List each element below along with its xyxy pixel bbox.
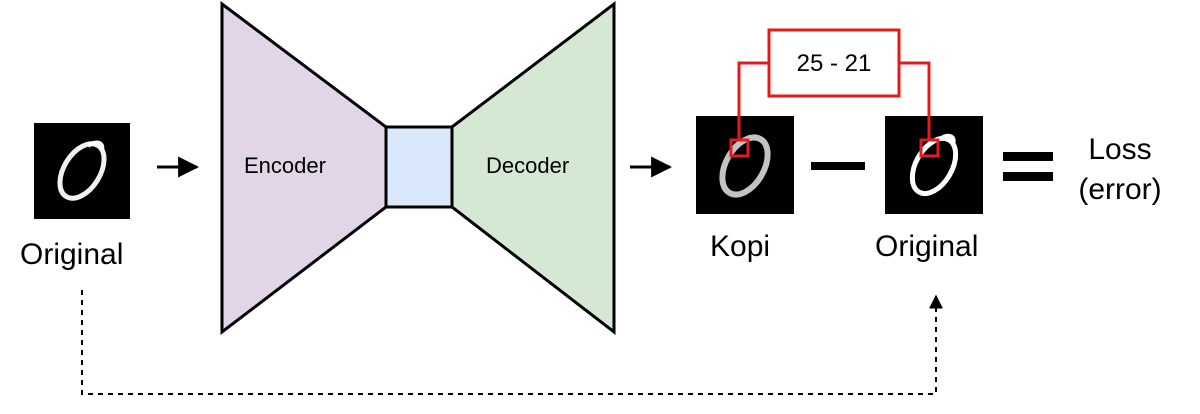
input-original-label: Original <box>20 238 124 271</box>
difference-box <box>767 28 901 98</box>
dashed-feedback-arrow <box>81 290 943 395</box>
loss-label: Loss (error) <box>1060 130 1180 210</box>
target-digit-image <box>885 116 983 214</box>
decoder-block <box>450 0 616 336</box>
pixel-difference-callout <box>729 28 940 158</box>
bottleneck-block <box>384 125 454 209</box>
encoder-label: Encoder <box>244 153 326 178</box>
copy-label: Kopi <box>710 230 771 263</box>
decoder-label: Decoder <box>486 153 570 178</box>
input-digit-image <box>34 123 130 219</box>
equals-sign <box>1003 152 1053 181</box>
loss-label-line1: Loss <box>1088 133 1152 166</box>
loss-label-line2: (error) <box>1078 173 1162 206</box>
copy-digit-image <box>696 116 794 214</box>
minus-sign <box>811 162 865 170</box>
target-original-label: Original <box>875 230 979 263</box>
difference-value-label: 25 - 21 <box>796 50 872 77</box>
